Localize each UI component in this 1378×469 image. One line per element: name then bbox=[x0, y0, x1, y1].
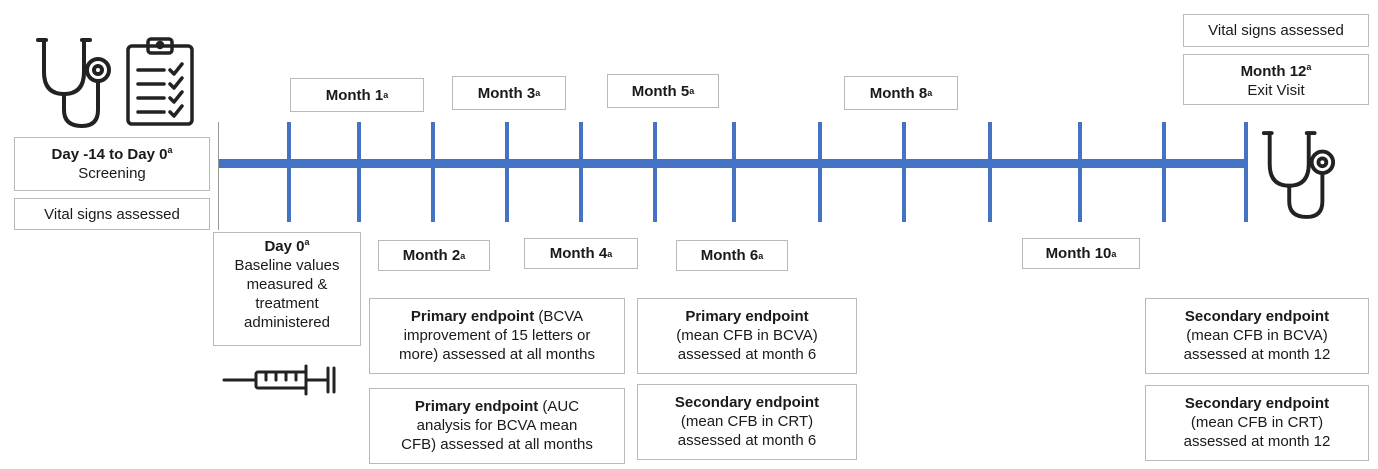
endpoint-line: Primary endpoint bbox=[685, 308, 809, 325]
endpoint-line: assessed at month 6 bbox=[677, 432, 817, 449]
month12-label: Month 12a bbox=[1240, 62, 1312, 81]
timeline-tick-month2 bbox=[357, 122, 361, 222]
endpoint-line: Secondary endpoint bbox=[1184, 395, 1330, 412]
endpoint-line: Primary endpoint (BCVA bbox=[410, 308, 584, 325]
endpoint-secondary-bcva-month12: Secondary endpoint (mean CFB in BCVA) as… bbox=[1145, 298, 1369, 374]
month12-box: Month 12a Exit Visit bbox=[1183, 54, 1369, 105]
timeline-tick-month10 bbox=[988, 122, 992, 222]
screening-box: Day -14 to Day 0a Screening bbox=[14, 137, 210, 191]
day0-line: treatment bbox=[255, 295, 319, 312]
endpoint-primary-bcva-15-letters: Primary endpoint (BCVA improvement of 15… bbox=[369, 298, 625, 374]
screening-subtitle: Screening bbox=[78, 165, 146, 182]
endpoint-line: (mean CFB in BCVA) bbox=[1186, 327, 1328, 344]
timeline-tick-month7 bbox=[732, 122, 736, 222]
day0-line: measured & bbox=[246, 276, 328, 293]
endpoint-line: improvement of 15 letters or bbox=[403, 327, 591, 344]
endpoint-line: CFB) assessed at all months bbox=[401, 436, 593, 453]
month12-subtitle: Exit Visit bbox=[1247, 82, 1305, 99]
endpoint-line: (mean CFB in BCVA) bbox=[676, 327, 818, 344]
vital-signs-start-label: Vital signs assessed bbox=[44, 205, 180, 223]
vital-signs-start-box: Vital signs assessed bbox=[14, 198, 210, 230]
clipboard-checklist-icon bbox=[126, 37, 194, 126]
timeline-tick-month1 bbox=[287, 122, 291, 222]
endpoint-line: (mean CFB in CRT) bbox=[1190, 414, 1324, 431]
vital-signs-end-label: Vital signs assessed bbox=[1208, 22, 1344, 39]
screening-title: Day -14 to Day 0a bbox=[51, 145, 173, 164]
timeline-tick-month4 bbox=[505, 122, 509, 222]
stethoscope-icon bbox=[1261, 131, 1336, 219]
timeline-tick-month6 bbox=[653, 122, 657, 222]
endpoint-line: Secondary endpoint bbox=[1184, 308, 1330, 325]
endpoint-line: (mean CFB in CRT) bbox=[680, 413, 814, 430]
endpoint-primary-auc: Primary endpoint (AUC analysis for BCVA … bbox=[369, 388, 625, 464]
day0-line: administered bbox=[244, 314, 330, 331]
day0-box: Day 0a Baseline values measured & treatm… bbox=[213, 232, 361, 346]
day0-line: Baseline values bbox=[234, 257, 340, 274]
timeline-tick-month5 bbox=[579, 122, 583, 222]
endpoint-line: assessed at month 6 bbox=[677, 346, 817, 363]
vital-signs-end-box: Vital signs assessed bbox=[1183, 14, 1369, 47]
timeline-tick-month3 bbox=[431, 122, 435, 222]
endpoint-line: Secondary endpoint bbox=[674, 394, 820, 411]
timeline-tick-end bbox=[1244, 122, 1248, 222]
endpoint-line: Primary endpoint (AUC bbox=[414, 398, 580, 415]
day0-title: Day 0a bbox=[264, 237, 310, 256]
endpoint-primary-month6: Primary endpoint (mean CFB in BCVA) asse… bbox=[637, 298, 857, 374]
endpoint-line: assessed at month 12 bbox=[1183, 433, 1331, 450]
syringe-icon bbox=[222, 364, 336, 396]
endpoint-secondary-crt-month12: Secondary endpoint (mean CFB in CRT) ass… bbox=[1145, 385, 1369, 461]
timeline-tick-month11 bbox=[1078, 122, 1082, 222]
timeline-tick-month9 bbox=[902, 122, 906, 222]
endpoint-line: more) assessed at all months bbox=[399, 346, 595, 363]
timeline-tick-month8 bbox=[818, 122, 822, 222]
endpoint-line: analysis for BCVA mean bbox=[416, 417, 578, 434]
endpoint-secondary-crt-month6: Secondary endpoint (mean CFB in CRT) ass… bbox=[637, 384, 857, 460]
timeline-tick-month12 bbox=[1162, 122, 1166, 222]
timeline-start-marker bbox=[218, 122, 219, 230]
stethoscope-icon bbox=[36, 38, 111, 129]
endpoint-line: assessed at month 12 bbox=[1183, 346, 1331, 363]
